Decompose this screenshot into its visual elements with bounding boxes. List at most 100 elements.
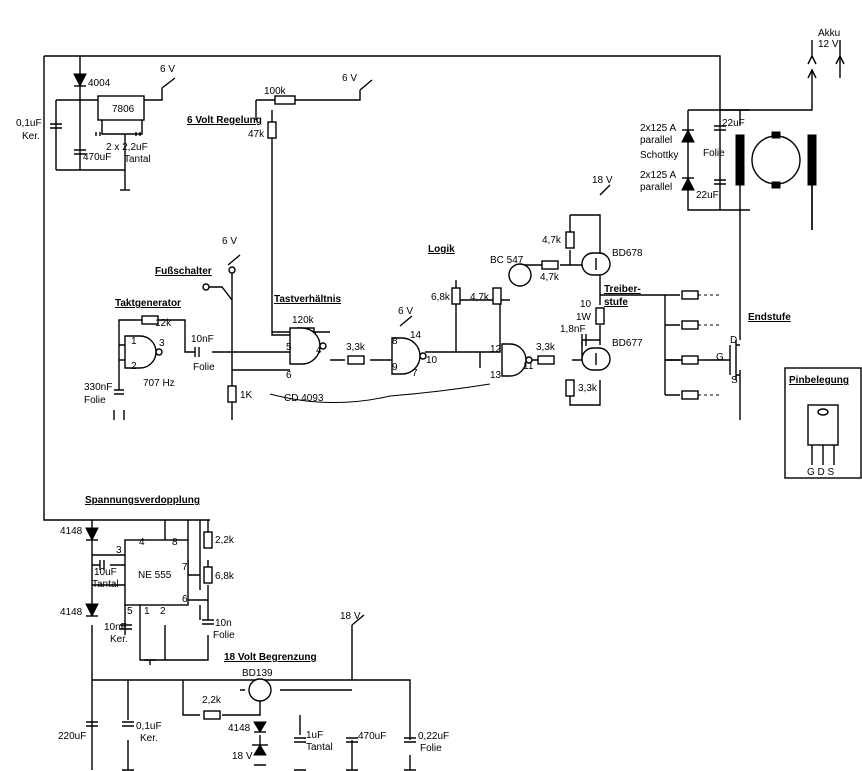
svg-text:1W: 1W [576,312,592,323]
motor-winding-right [807,134,817,186]
gate-resistor-4 [681,390,699,400]
svg-text:5: 5 [286,342,292,353]
svg-text:Ker.: Ker. [110,634,128,645]
svg-text:Folie: Folie [703,148,725,159]
svg-text:2x125 A: 2x125 A [640,170,676,181]
svg-text:220uF: 220uF [58,731,86,742]
svg-text:10: 10 [580,299,592,310]
svg-text:1,8nF: 1,8nF [560,324,586,335]
svg-text:10: 10 [426,355,438,366]
svg-text:2,2k: 2,2k [202,695,222,706]
label-doubler: Spannungsverdopplung [85,495,200,506]
svg-text:14: 14 [410,330,422,341]
svg-text:parallel: parallel [640,135,672,146]
svg-text:330nF: 330nF [84,382,112,393]
potentiometer-100k [274,95,296,105]
svg-text:470uF: 470uF [83,152,111,163]
svg-text:7806: 7806 [112,104,135,115]
svg-text:47k: 47k [248,129,265,140]
svg-text:707 Hz: 707 Hz [143,378,175,389]
svg-text:3,3k: 3,3k [536,342,556,353]
svg-text:4148: 4148 [60,607,83,618]
svg-text:10n: 10n [215,618,232,629]
label-footswitch: Fußschalter [155,266,212,277]
resistor-6k8-b [203,566,213,584]
label-6v-d: 6 V [398,306,413,317]
svg-text:1uF: 1uF [306,730,323,741]
svg-text:1: 1 [131,336,137,347]
svg-text:2x125 A: 2x125 A [640,123,676,134]
svg-text:NE 555: NE 555 [138,570,172,581]
svg-text:6,8k: 6,8k [431,292,451,303]
transistor-bc547 [508,263,532,287]
svg-text:BD678: BD678 [612,248,643,259]
diode-4148-c [253,721,267,733]
resistor-12k [141,315,159,325]
svg-text:6,8k: 6,8k [215,571,235,582]
svg-text:CD 4093: CD 4093 [284,393,324,404]
resistor-3k3-a [347,355,365,365]
svg-text:0,22uF: 0,22uF [418,731,449,742]
mosfet [729,340,740,380]
label-battery: Akku [818,28,840,39]
svg-text:4: 4 [139,537,145,548]
svg-text:parallel: parallel [640,182,672,193]
svg-text:G D S: G D S [807,467,835,478]
label-output: Endstufe [748,312,791,323]
schottky-diode-bottom [681,176,695,191]
svg-text:120k: 120k [292,315,315,326]
svg-text:Tantal: Tantal [306,742,333,753]
svg-text:6: 6 [182,594,188,605]
svg-text:3: 3 [159,338,165,349]
label-driver-1: Treiber- [604,284,641,295]
svg-text:100k: 100k [264,86,287,97]
svg-text:3: 3 [116,545,122,556]
svg-text:4,7k: 4,7k [542,235,562,246]
label-battery-v: 12 V [818,39,839,50]
svg-text:3,3k: 3,3k [578,383,598,394]
label-regulation-1: 6 Volt Regelung [187,115,262,126]
schottky-diode-top [681,128,695,143]
zener-18v [253,744,267,756]
svg-text:1K: 1K [240,390,253,401]
svg-text:2 x 2,2uF: 2 x 2,2uF [106,142,148,153]
svg-text:18 V: 18 V [232,751,253,762]
label-6v-c: 6 V [222,236,237,247]
label-clock: Taktgenerator [115,298,181,309]
gate-resistor-1 [681,290,699,300]
svg-text:Tantal: Tantal [92,579,119,590]
diode-4004 [73,73,87,88]
svg-text:S: S [731,375,738,386]
svg-text:Schottky: Schottky [640,150,678,161]
regulator-ic [97,95,145,121]
resistor-4k7-top [565,231,575,249]
svg-text:7: 7 [412,368,418,379]
label-6v-a: 6 V [160,64,175,75]
resistor-47k [267,121,277,139]
motor-winding-left [735,134,745,186]
svg-text:4148: 4148 [60,526,83,537]
svg-text:1: 1 [144,606,150,617]
label-6v-b: 6 V [342,73,357,84]
label-logic: Logik [428,244,455,255]
resistor-4k7-logic [492,287,502,305]
resistor-3k3-b [537,355,555,365]
svg-text:22uF: 22uF [696,190,719,201]
svg-text:12: 12 [490,344,502,355]
svg-text:7: 7 [182,562,188,573]
motor [751,135,801,185]
gate-resistor-3 [681,355,699,365]
footswitch[interactable] [228,266,236,274]
labels: 6 Volt Regelung Taktgenerator Tastverhäl… [16,28,849,762]
resistor-4k7-base [541,260,559,270]
svg-text:Tantal: Tantal [124,154,151,165]
svg-text:4: 4 [316,345,322,356]
resistor-3k3-driver [565,379,575,397]
label-limit: 18 Volt Begrenzung [224,652,317,663]
svg-text:Ker.: Ker. [140,733,158,744]
svg-text:4,7k: 4,7k [540,272,560,283]
label-18v-a: 18 V [592,175,613,186]
resistor-1k [227,385,237,403]
svg-text:BD139: BD139 [242,668,273,679]
label-driver-2: stufe [604,297,628,308]
